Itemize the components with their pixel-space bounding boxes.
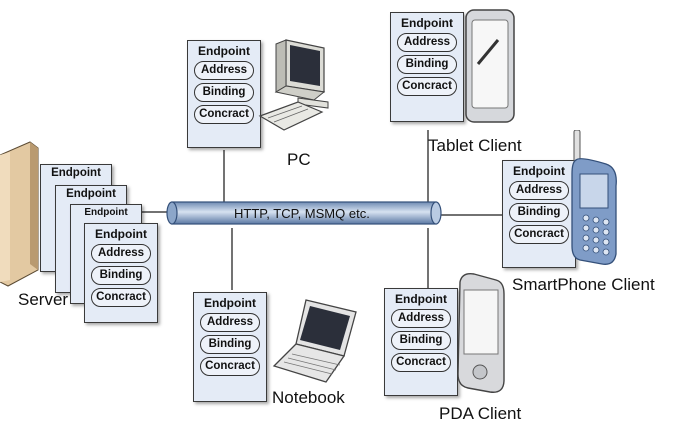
- tablet-icon: [465, 9, 515, 123]
- endpoint-title: Endpoint: [66, 188, 116, 200]
- notebook-endpoint-card: Endpoint Address Binding Concract: [193, 292, 267, 402]
- address-pill: Address: [200, 313, 260, 332]
- pc-endpoint-card: Endpoint Address Binding Concract: [187, 40, 261, 148]
- endpoint-title: Endpoint: [95, 227, 147, 241]
- server-endpoint-card: Endpoint Address Binding Concract: [84, 223, 158, 323]
- pc-label: PC: [287, 150, 311, 169]
- pda-endpoint-card: Endpoint Address Binding Concract: [384, 288, 458, 396]
- smartphone-endpoint-card: Endpoint Address Binding Concract: [502, 160, 576, 268]
- contract-pill: Concract: [91, 288, 151, 307]
- tablet-endpoint-card: Endpoint Address Binding Concract: [390, 12, 464, 122]
- binding-pill: Binding: [194, 83, 254, 102]
- binding-pill: Binding: [91, 266, 151, 285]
- endpoint-title: Endpoint: [198, 44, 250, 58]
- tablet-label: Tablet Client: [428, 136, 522, 155]
- contract-pill: Concract: [391, 353, 451, 372]
- binding-pill: Binding: [397, 55, 457, 74]
- endpoint-title: Endpoint: [513, 164, 565, 178]
- pda-icon: [457, 272, 505, 393]
- bus-label: HTTP, TCP, MSMQ etc.: [234, 206, 370, 221]
- endpoint-title: Endpoint: [51, 167, 101, 179]
- binding-pill: Binding: [200, 335, 260, 354]
- smartphone-icon: [571, 130, 617, 265]
- endpoint-title: Endpoint: [204, 296, 256, 310]
- contract-pill: Concract: [397, 77, 457, 96]
- endpoint-title: Endpoint: [395, 292, 447, 306]
- contract-pill: Concract: [509, 225, 569, 244]
- address-pill: Address: [509, 181, 569, 200]
- endpoint-title: Endpoint: [84, 207, 128, 218]
- contract-pill: Concract: [200, 357, 260, 376]
- address-pill: Address: [91, 244, 151, 263]
- smartphone-label: SmartPhone Client: [512, 275, 655, 294]
- binding-pill: Binding: [509, 203, 569, 222]
- server-icon: [0, 141, 39, 287]
- address-pill: Address: [194, 61, 254, 80]
- pda-label: PDA Client: [439, 404, 522, 423]
- contract-pill: Concract: [194, 105, 254, 124]
- notebook-icon: [272, 299, 357, 383]
- notebook-label: Notebook: [272, 388, 345, 407]
- endpoint-title: Endpoint: [401, 16, 453, 30]
- address-pill: Address: [391, 309, 451, 328]
- pc-icon: [258, 39, 329, 131]
- server-label: Server: [18, 290, 69, 309]
- network-bus: [166, 201, 442, 225]
- binding-pill: Binding: [391, 331, 451, 350]
- address-pill: Address: [397, 33, 457, 52]
